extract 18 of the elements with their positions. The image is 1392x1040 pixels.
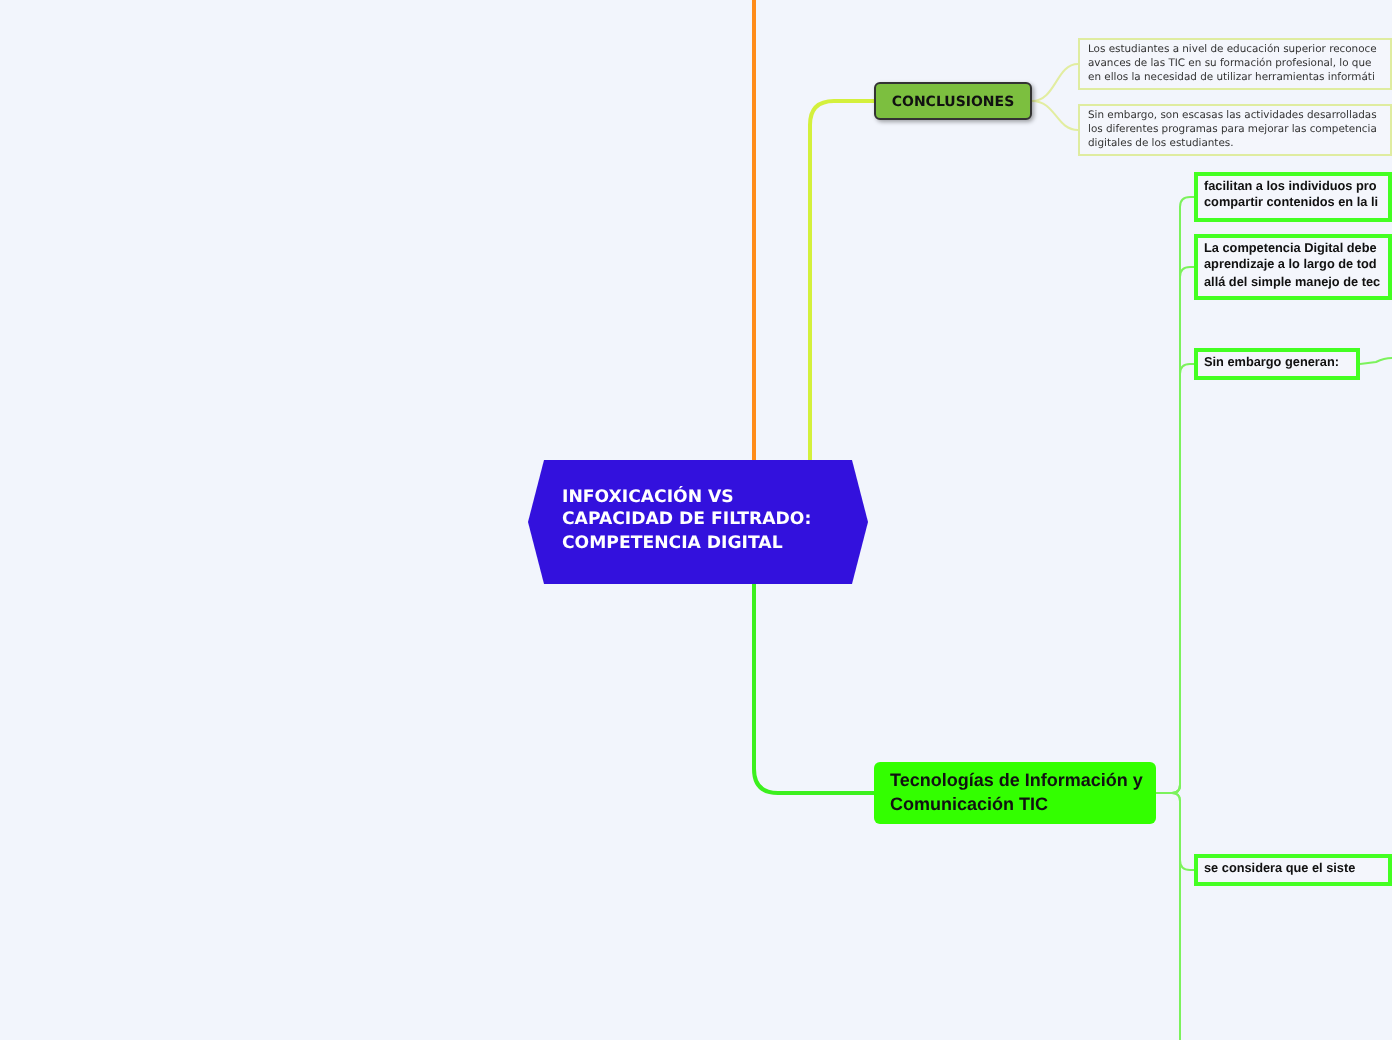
connector-line [752, 0, 756, 460]
connector-line [1031, 100, 1079, 131]
connector-line [1359, 357, 1392, 365]
central-topic-hexagon [528, 460, 868, 584]
connector-line [1155, 792, 1181, 1040]
subtopic-box [1194, 172, 1392, 222]
subtopic-box [1194, 234, 1392, 300]
connector-line [752, 584, 874, 795]
topic-label: Tecnologías de Información y Comunicación TIC [890, 769, 1144, 817]
subtopic-box [1194, 348, 1360, 381]
topic-box [874, 82, 1032, 120]
topic-title: INFOXICACIÓN VS CAPACIDAD DE FILTRADO: COMPETENCIA DIGITAL [562, 488, 814, 556]
topic-box [874, 762, 1156, 824]
note-box [1078, 38, 1392, 91]
subtopic-box [1194, 854, 1392, 887]
connector-line [808, 99, 874, 460]
note-box [1078, 104, 1392, 157]
connector-line [1031, 63, 1079, 102]
